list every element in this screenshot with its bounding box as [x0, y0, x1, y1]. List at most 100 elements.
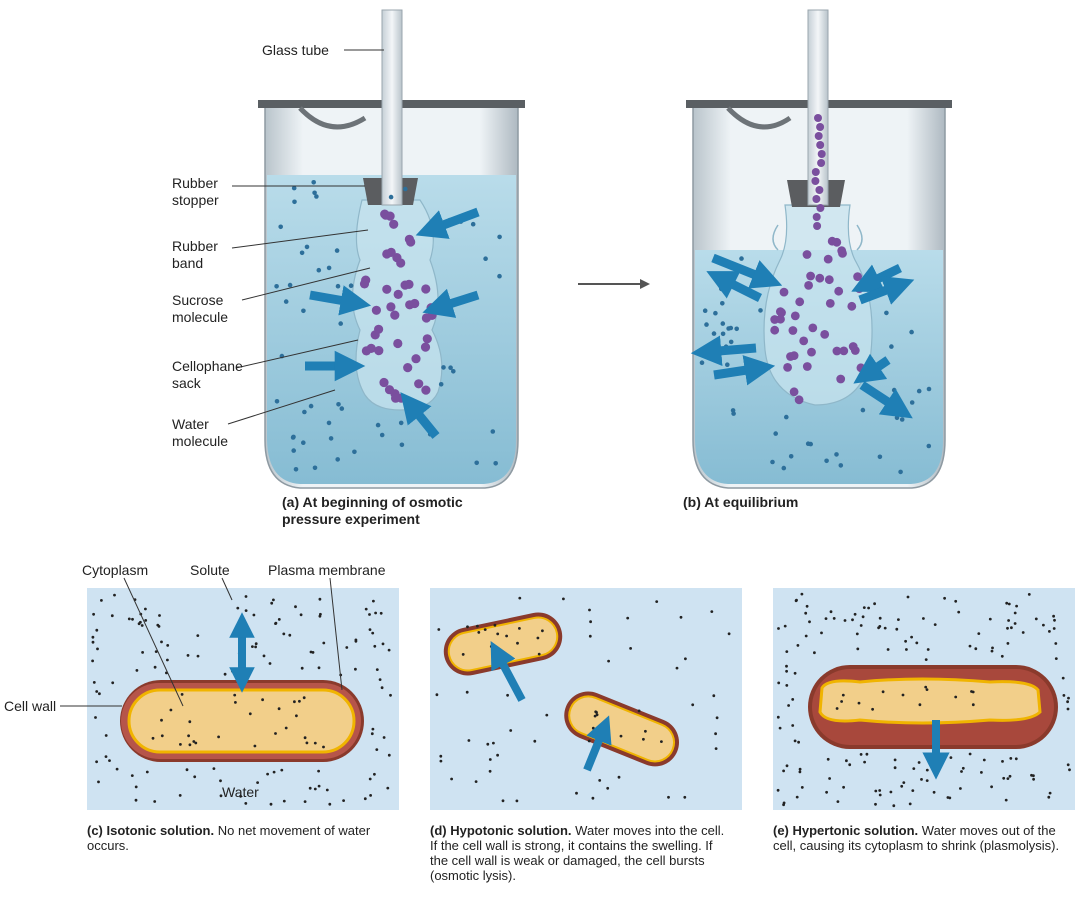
- solute-dot: [795, 599, 798, 602]
- solute-dot: [926, 769, 929, 772]
- sucrose-molecule: [382, 285, 391, 294]
- sucrose-molecule: [803, 362, 812, 371]
- solute-dot: [328, 803, 331, 806]
- label-water-molecule-line1: Water: [172, 416, 209, 433]
- water-molecule: [895, 416, 900, 421]
- solute-dot: [158, 614, 161, 617]
- solute-dot: [684, 657, 687, 660]
- solute-dot: [194, 742, 197, 745]
- solute-dot: [959, 787, 962, 790]
- sucrose-molecule: [817, 159, 825, 167]
- solute-dot: [144, 619, 147, 622]
- solute-dot: [516, 642, 519, 645]
- solute-dot: [249, 712, 252, 715]
- solute-dot: [303, 696, 306, 699]
- solute-dot: [283, 800, 286, 803]
- solute-dot: [388, 754, 391, 757]
- solute-dot: [927, 648, 930, 651]
- solute-dot: [895, 628, 898, 631]
- solute-dot: [801, 593, 804, 596]
- solute-dot: [354, 668, 357, 671]
- solute-dot: [991, 647, 994, 650]
- water-molecule: [305, 245, 310, 250]
- solute-dot: [983, 759, 986, 762]
- sucrose-molecule: [815, 274, 824, 283]
- solute-dot: [954, 600, 957, 603]
- label-cellophane-sack-line1: Cellophane: [172, 358, 243, 375]
- solute-dot: [131, 774, 134, 777]
- solute-dot: [1048, 630, 1051, 633]
- solute-dot: [382, 643, 385, 646]
- solute-dot: [785, 665, 788, 668]
- water-molecule: [301, 309, 306, 314]
- solute-dot: [383, 736, 386, 739]
- water-molecule: [712, 331, 717, 336]
- sucrose-molecule: [795, 395, 804, 404]
- solute-dot: [439, 755, 442, 758]
- sucrose-molecule: [421, 386, 430, 395]
- solute-dot: [304, 736, 307, 739]
- solute-dot: [372, 600, 375, 603]
- solute-dot: [877, 626, 880, 629]
- solute-dot: [1067, 763, 1070, 766]
- solute-dot: [909, 803, 912, 806]
- water-molecule: [327, 421, 332, 426]
- solute-dot: [856, 633, 859, 636]
- water-molecule: [773, 431, 778, 436]
- water-molecule: [726, 326, 731, 331]
- solute-dot: [1014, 612, 1017, 615]
- solute-dot: [1006, 627, 1009, 630]
- solute-dot: [95, 760, 98, 763]
- solute-dot: [902, 694, 905, 697]
- solute-dot: [915, 642, 918, 645]
- caption-e: (e) Hypertonic solution. Water moves out…: [773, 823, 1075, 853]
- solute-dot: [254, 745, 257, 748]
- solute-dot: [828, 777, 831, 780]
- solute-dot: [1022, 631, 1025, 634]
- solute-dot: [989, 618, 992, 621]
- solute-dot: [1055, 657, 1058, 660]
- water-molecule: [782, 466, 787, 471]
- sucrose-molecule: [386, 212, 395, 221]
- solute-dot: [858, 702, 861, 705]
- solute-dot: [592, 727, 595, 730]
- solute-dot: [189, 743, 192, 746]
- solute-dot: [980, 771, 983, 774]
- solute-dot: [342, 799, 345, 802]
- solute-dot: [777, 716, 780, 719]
- solute-dot: [269, 662, 272, 665]
- solute-dot: [892, 804, 895, 807]
- solute-dot: [848, 763, 851, 766]
- solute-dot: [197, 655, 200, 658]
- solute-dot: [683, 796, 686, 799]
- solute-dot: [234, 701, 237, 704]
- solute-dot: [894, 766, 897, 769]
- water-molecule: [789, 454, 794, 459]
- solute-dot: [947, 796, 950, 799]
- solute-dot: [105, 734, 108, 737]
- sucrose-molecule: [385, 385, 394, 394]
- solute-dot: [924, 686, 927, 689]
- solute-dot: [245, 609, 248, 612]
- beaker-b: [686, 10, 952, 488]
- solute-dot: [972, 703, 975, 706]
- solute-dot: [589, 635, 592, 638]
- solute-dot: [620, 735, 623, 738]
- solute-dot: [618, 776, 621, 779]
- solute-dot: [794, 740, 797, 743]
- sucrose-molecule: [836, 375, 845, 384]
- caption-b: (b) At equilibrium: [683, 494, 798, 511]
- solute-dot: [1067, 708, 1070, 711]
- water-molecule: [336, 402, 341, 407]
- solute-dot: [845, 759, 848, 762]
- solute-dot: [589, 620, 592, 623]
- sucrose-molecule: [406, 237, 415, 246]
- solute-dot: [933, 791, 936, 794]
- solute-dot: [92, 613, 95, 616]
- solute-dot: [1062, 677, 1065, 680]
- solute-dot: [626, 617, 629, 620]
- solute-dot: [840, 700, 843, 703]
- solute-dot: [791, 724, 794, 727]
- solute-dot: [1054, 642, 1057, 645]
- solute-dot: [842, 694, 845, 697]
